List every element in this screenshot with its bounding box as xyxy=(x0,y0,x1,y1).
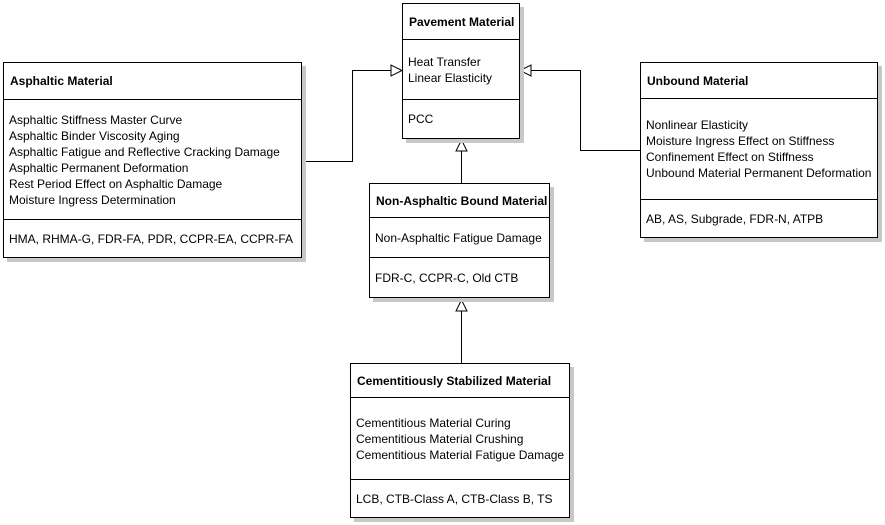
types-line: PCC xyxy=(408,112,434,126)
material-types-section: AB, AS, Subgrade, FDR-N, ATPB xyxy=(641,200,877,237)
generalization-arrowhead-icon xyxy=(518,64,532,77)
types-line: FDR-C, CCPR-C, Old CTB xyxy=(375,270,519,285)
class-box-non-asphaltic-bound-material: Non-Asphaltic Bound Material Non-Asphalt… xyxy=(369,183,550,298)
attributes-section: Nonlinear Elasticity Moisture Ingress Ef… xyxy=(641,99,877,200)
attribute-line: Asphaltic Binder Viscosity Aging xyxy=(9,128,180,143)
attributes-section: Cementitious Material Curing Cementitiou… xyxy=(351,398,569,480)
attribute-line: Nonlinear Elasticity xyxy=(646,118,749,132)
edge-unbound-to-pavement xyxy=(518,64,640,151)
attribute-line: Moisture Ingress Effect on Stiffness xyxy=(646,134,835,148)
class-box-cementitiously-stabilized-material: Cementitiously Stabilized Material Cemen… xyxy=(350,363,570,518)
class-title: Cementitiously Stabilized Material xyxy=(351,364,569,398)
attribute-line: Rest Period Effect on Asphaltic Damage xyxy=(9,176,223,191)
attribute-line: Moisture Ingress Determination xyxy=(9,192,176,207)
attribute-line: Confinement Effect on Stiffness xyxy=(646,150,814,164)
attributes-section: Heat Transfer Linear Elasticity xyxy=(403,40,519,100)
edge-nonasphaltic-to-pavement xyxy=(455,138,468,183)
material-types-section: FDR-C, CCPR-C, Old CTB xyxy=(370,258,549,297)
attribute-line: Cementitious Material Curing xyxy=(356,415,511,430)
attribute-line: Heat Transfer xyxy=(408,54,481,69)
class-box-unbound-material: Unbound Material Nonlinear Elasticity Mo… xyxy=(640,62,878,238)
attribute-line: Linear Elasticity xyxy=(408,70,493,85)
attribute-line: Asphaltic Permanent Deformation xyxy=(9,160,189,175)
class-title: Pavement Material xyxy=(403,4,519,40)
material-types-section: PCC xyxy=(403,100,519,138)
types-line: AB, AS, Subgrade, FDR-N, ATPB xyxy=(646,211,824,226)
attribute-line: Cementitious Material Fatigue Damage xyxy=(356,447,565,462)
class-title: Unbound Material xyxy=(641,63,877,99)
types-line: LCB, CTB-Class A, CTB-Class B, TS xyxy=(356,491,553,506)
types-line: HMA, RHMA-G, FDR-FA, PDR, CCPR-EA, CCPR-… xyxy=(9,231,294,246)
material-types-section: LCB, CTB-Class A, CTB-Class B, TS xyxy=(351,480,569,517)
generalization-arrowhead-icon xyxy=(455,138,468,152)
attribute-line: Non-Asphaltic Fatigue Damage xyxy=(375,230,542,245)
class-title: Asphaltic Material xyxy=(4,63,301,100)
attributes-section: Non-Asphaltic Fatigue Damage xyxy=(370,218,549,258)
class-box-asphaltic-material: Asphaltic Material Asphaltic Stiffness M… xyxy=(3,62,302,258)
edge-cementitious-to-nonasphaltic xyxy=(455,298,468,363)
attribute-line: Cementitious Material Crushing xyxy=(356,431,524,446)
attribute-line: Asphaltic Stiffness Master Curve xyxy=(9,112,183,127)
generalization-arrowhead-icon xyxy=(390,64,404,77)
generalization-arrowhead-icon xyxy=(455,298,468,312)
class-title: Non-Asphaltic Bound Material xyxy=(370,184,549,218)
attribute-line: Unbound Material Permanent Deformation xyxy=(646,166,872,180)
edge-asphaltic-to-pavement xyxy=(302,64,404,162)
attribute-line: Asphaltic Fatigue and Reflective Crackin… xyxy=(9,144,280,159)
material-types-section: HMA, RHMA-G, FDR-FA, PDR, CCPR-EA, CCPR-… xyxy=(4,220,301,257)
class-box-pavement-material: Pavement Material Heat Transfer Linear E… xyxy=(402,3,520,139)
attributes-section: Asphaltic Stiffness Master Curve Asphalt… xyxy=(4,100,301,220)
